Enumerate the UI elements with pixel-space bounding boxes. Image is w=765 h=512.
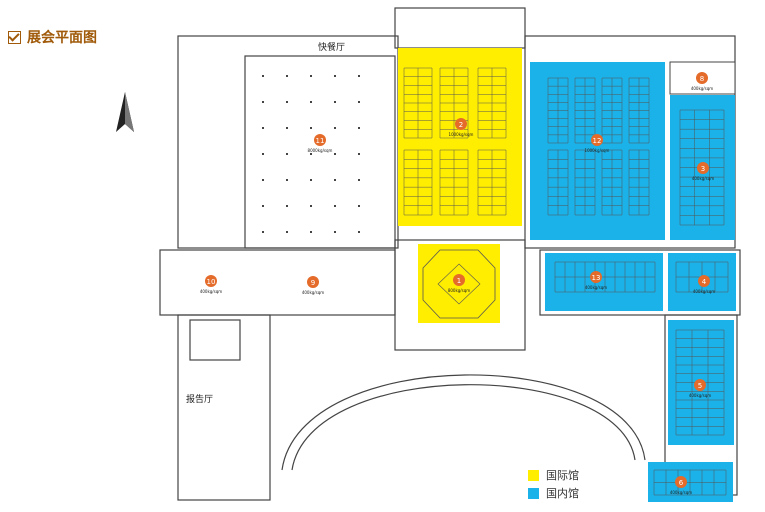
hall-marker-8: 8 400kg/sqm — [691, 72, 713, 91]
legend: 国际馆 国内馆 — [528, 466, 579, 502]
hall-number: 12 — [593, 137, 602, 145]
hall-load-rating: 400kg/sqm — [689, 393, 711, 398]
forecourt-arc-inner — [291, 384, 636, 471]
hall-marker-12: 12 1000kg/sqm — [585, 134, 610, 153]
hall-load-rating: 1000kg/sqm — [449, 132, 474, 137]
hall-number: 13 — [592, 274, 601, 282]
hall-1-outline — [394, 239, 526, 351]
hall-2-area — [398, 48, 522, 226]
hall-number: 6 — [679, 479, 684, 487]
hall-number: 11 — [316, 137, 325, 145]
legend-item-domestic: 国内馆 — [528, 484, 579, 502]
hall-marker-dot — [314, 134, 326, 146]
hall-marker-dot — [205, 275, 217, 287]
hall-6-area — [648, 462, 733, 502]
hall-number: 2 — [459, 121, 463, 129]
hall-13-area — [545, 253, 663, 311]
report-hall-label: 报告厅 — [186, 393, 213, 405]
hall-marker-2: 2 1000kg/sqm — [449, 118, 474, 137]
hall-number: 8 — [700, 75, 704, 83]
hall-load-rating: 400kg/sqm — [200, 289, 222, 294]
page-title: 展会平面图 — [8, 27, 97, 47]
hall-marker-3: 3 400kg/sqm — [692, 162, 714, 181]
report-hall-outline — [177, 314, 271, 501]
legend-swatch-yellow — [528, 469, 539, 481]
hall-marker-dot — [698, 275, 710, 287]
hall-marker-dot — [307, 276, 319, 288]
north-arrow-icon — [116, 92, 134, 132]
hall-13-4-outline — [539, 249, 741, 316]
hall-number: 9 — [311, 279, 315, 287]
hall-marker-dot — [675, 476, 687, 488]
hall-marker-dot — [696, 72, 708, 84]
hall-load-rating: 8000kg/sqm — [308, 148, 333, 153]
report-hall-stage — [189, 319, 241, 361]
hall-9-10-outline — [159, 249, 396, 316]
hall-load-rating: 400kg/sqm — [670, 490, 692, 495]
title-text: 展会平面图 — [27, 30, 97, 46]
hall-marker-dot — [694, 379, 706, 391]
hall-marker-9: 9 400kg/sqm — [302, 276, 324, 295]
hall-marker-dot — [697, 162, 709, 174]
hall-load-rating: 800kg/sqm — [448, 288, 470, 293]
hall-marker-dot — [453, 274, 465, 286]
hall-marker-5: 5 400kg/sqm — [689, 379, 711, 398]
hall-marker-13: 13 400kg/sqm — [585, 271, 607, 290]
hall-11-outline — [244, 55, 396, 249]
hall-load-rating: 400kg/sqm — [693, 289, 715, 294]
central-tower-outline — [394, 7, 526, 49]
hall-marker-10: 10 400kg/sqm — [200, 275, 222, 294]
hall-load-rating: 400kg/sqm — [302, 290, 324, 295]
hall-marker-dot — [590, 271, 602, 283]
hall-number: 4 — [702, 278, 707, 286]
hall-load-rating: 1000kg/sqm — [585, 148, 610, 153]
hall-number: 1 — [457, 277, 461, 285]
fastfood-label: 快餐厅 — [318, 41, 345, 53]
hall-load-rating: 400kg/sqm — [691, 86, 713, 91]
hall-marker-11: 11 8000kg/sqm — [308, 134, 333, 153]
hall-marker-dot — [455, 118, 467, 130]
domestic-pavilion — [530, 62, 736, 502]
hall-load-rating: 400kg/sqm — [585, 285, 607, 290]
checkbox-icon — [8, 30, 21, 44]
hall-12-area — [530, 62, 665, 240]
legend-label: 国际馆 — [546, 469, 579, 482]
legend-label: 国内馆 — [546, 487, 579, 500]
column-markers — [262, 75, 360, 233]
hall-number: 10 — [207, 278, 216, 286]
hall-marker-6: 6 400kg/sqm — [670, 476, 692, 495]
hall-number: 3 — [701, 165, 705, 173]
hall-marker-1: 1 800kg/sqm — [448, 274, 470, 293]
hall-marker-dot — [591, 134, 603, 146]
hall-number: 5 — [698, 382, 702, 390]
forecourt-arc — [281, 374, 646, 471]
hall-markers: 1 800kg/sqm 2 1000kg/sqm 3 400kg/sqm 4 400kg/sq… — [200, 72, 715, 495]
booth-grid — [403, 67, 729, 496]
legend-swatch-blue — [528, 487, 539, 499]
hall-load-rating: 400kg/sqm — [692, 176, 714, 181]
hall-marker-4: 4 400kg/sqm — [693, 275, 715, 294]
legend-item-international: 国际馆 — [528, 466, 579, 484]
west-wing-outline — [177, 35, 399, 249]
